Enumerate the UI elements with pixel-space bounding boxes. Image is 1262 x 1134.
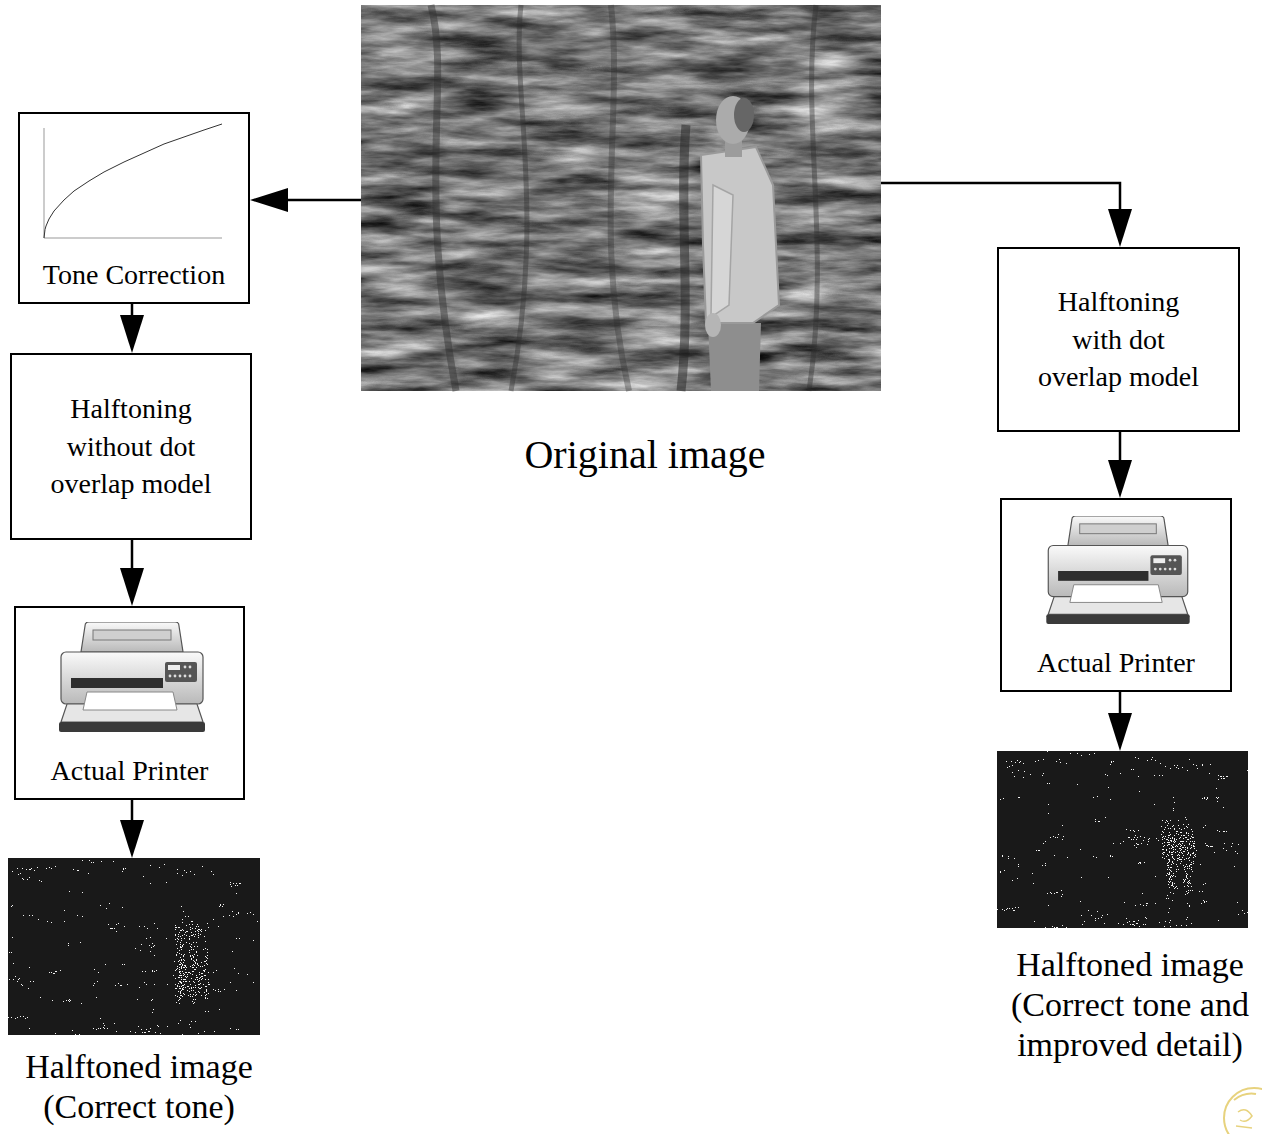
box-label: Actual Printer	[1037, 644, 1195, 682]
tone-curve	[44, 124, 222, 238]
flow-arrow	[131, 304, 134, 339]
original-photo	[361, 5, 881, 391]
halftone-photo-content	[997, 751, 1247, 927]
seal-mark	[1236, 1126, 1252, 1128]
box-label: Halftoning without dot overlap model	[45, 390, 217, 503]
seal-mark	[1234, 1094, 1256, 1100]
box-label: Halftoning with dot overlap model	[1033, 283, 1205, 396]
process-box: Halftoning with dot overlap model	[997, 247, 1240, 432]
printer-icon	[59, 622, 205, 732]
halftone-photo-content	[8, 858, 260, 1035]
caption-block: Halftoned image (Correct tone)	[5, 1047, 273, 1127]
flow-arrow	[131, 800, 134, 844]
printer-icon	[1046, 516, 1189, 624]
box-label: Tone Correction	[43, 256, 225, 294]
photo-frame: Halftoned image (Correct tone)	[8, 858, 260, 1035]
photo-frame: Halftoned image (Correct tone and improv…	[997, 751, 1247, 927]
photo-frame: Original image	[361, 5, 881, 391]
halftone-photo	[8, 858, 260, 1035]
flow-arrow	[1119, 432, 1122, 484]
tone-curve-graph	[44, 124, 222, 238]
watermark-seal	[1224, 1088, 1262, 1134]
flow-arrow	[264, 199, 361, 202]
image-caption: Halftoned image (Correct tone)	[5, 1047, 273, 1127]
process-box: Actual Printer	[14, 606, 245, 800]
flow-arrow	[881, 183, 1120, 233]
caption-block: Original image	[361, 431, 929, 479]
process-box: Tone Correction	[18, 112, 250, 304]
image-caption: Halftoned image (Correct tone and improv…	[1001, 945, 1259, 1065]
image-caption: Original image	[361, 431, 929, 479]
caption-block: Halftoned image (Correct tone and improv…	[1001, 945, 1259, 1065]
flow-arrow	[131, 540, 134, 592]
process-box: Actual Printer	[1000, 498, 1232, 692]
halftone-photo	[997, 751, 1247, 927]
seal-ring	[1224, 1088, 1262, 1134]
graph-axes	[44, 128, 222, 238]
seal-mark	[1238, 1110, 1252, 1122]
flow-arrow	[1119, 692, 1122, 737]
box-label: Actual Printer	[51, 752, 209, 790]
process-box: Halftoning without dot overlap model	[10, 353, 252, 540]
